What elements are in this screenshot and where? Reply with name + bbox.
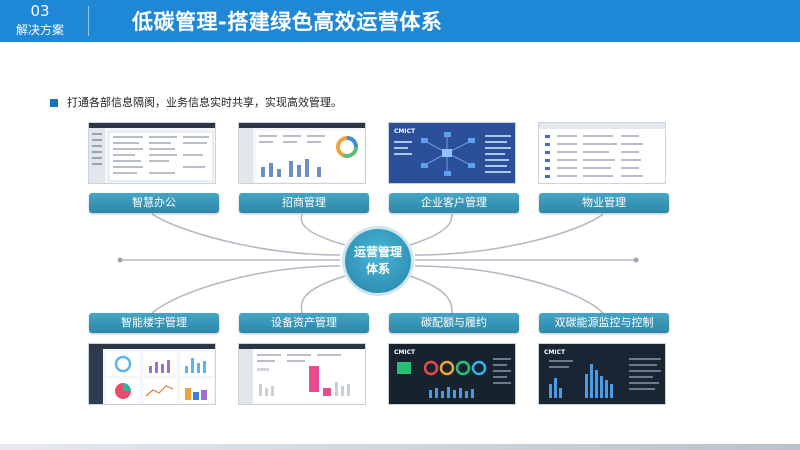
page-title: 低碳管理-搭建绿色高效运营体系	[132, 10, 443, 34]
carbon-quota-screenshot: CMICT	[388, 343, 516, 405]
enterprise-customer-screenshot: CMICT	[388, 122, 516, 184]
dual-carbon-energy-screenshot: CMICT	[538, 343, 666, 405]
cmict-logo: CMICT	[394, 128, 416, 135]
module-label-carbon-quota: 碳配额与履约	[389, 313, 519, 333]
module-label-dual-carbon-energy: 双碳能源监控与控制	[539, 313, 669, 333]
bullet-square-icon	[50, 99, 58, 107]
connector-endpoint	[633, 257, 639, 263]
property-management-screenshot	[538, 122, 666, 184]
connector-line	[414, 265, 604, 314]
smart-building-screenshot	[88, 343, 216, 405]
module-label-smart-office: 智慧办公	[89, 193, 219, 213]
investment-management-screenshot	[238, 122, 366, 184]
connector-line	[300, 275, 346, 314]
connector-endpoint	[117, 257, 123, 263]
connector-line	[409, 275, 453, 314]
connector-line	[151, 265, 341, 314]
hub-label-line1: 运营管理	[353, 245, 402, 259]
connector-line	[300, 213, 346, 246]
module-label-investment: 招商管理	[239, 193, 369, 213]
footer-bar	[0, 444, 800, 450]
connector-line	[151, 213, 341, 256]
module-label-property: 物业管理	[539, 193, 669, 213]
operations-system-hub: 运营管理 体系	[342, 226, 414, 296]
smart-office-screenshot	[88, 122, 216, 184]
header-bar: 03 解决方案 低碳管理-搭建绿色高效运营体系	[0, 0, 800, 42]
section-name: 解决方案	[15, 23, 64, 37]
module-label-smart-building: 智能楼宇管理	[89, 313, 219, 333]
module-label-enterprise-customer: 企业客户管理	[389, 193, 519, 213]
section-number: 03	[30, 2, 50, 20]
intro-text: 打通各部信息隔阂，业务信息实时共享，实现高效管理。	[67, 96, 342, 109]
connector-line	[409, 213, 453, 246]
module-label-equipment-asset: 设备资产管理	[239, 313, 369, 333]
connector-line	[414, 213, 604, 256]
hub-label-line2: 体系	[365, 262, 390, 276]
header-divider	[88, 6, 89, 36]
cmict-logo: CMICT	[544, 349, 566, 356]
equipment-asset-screenshot	[238, 343, 366, 405]
cmict-logo: CMICT	[394, 349, 416, 356]
